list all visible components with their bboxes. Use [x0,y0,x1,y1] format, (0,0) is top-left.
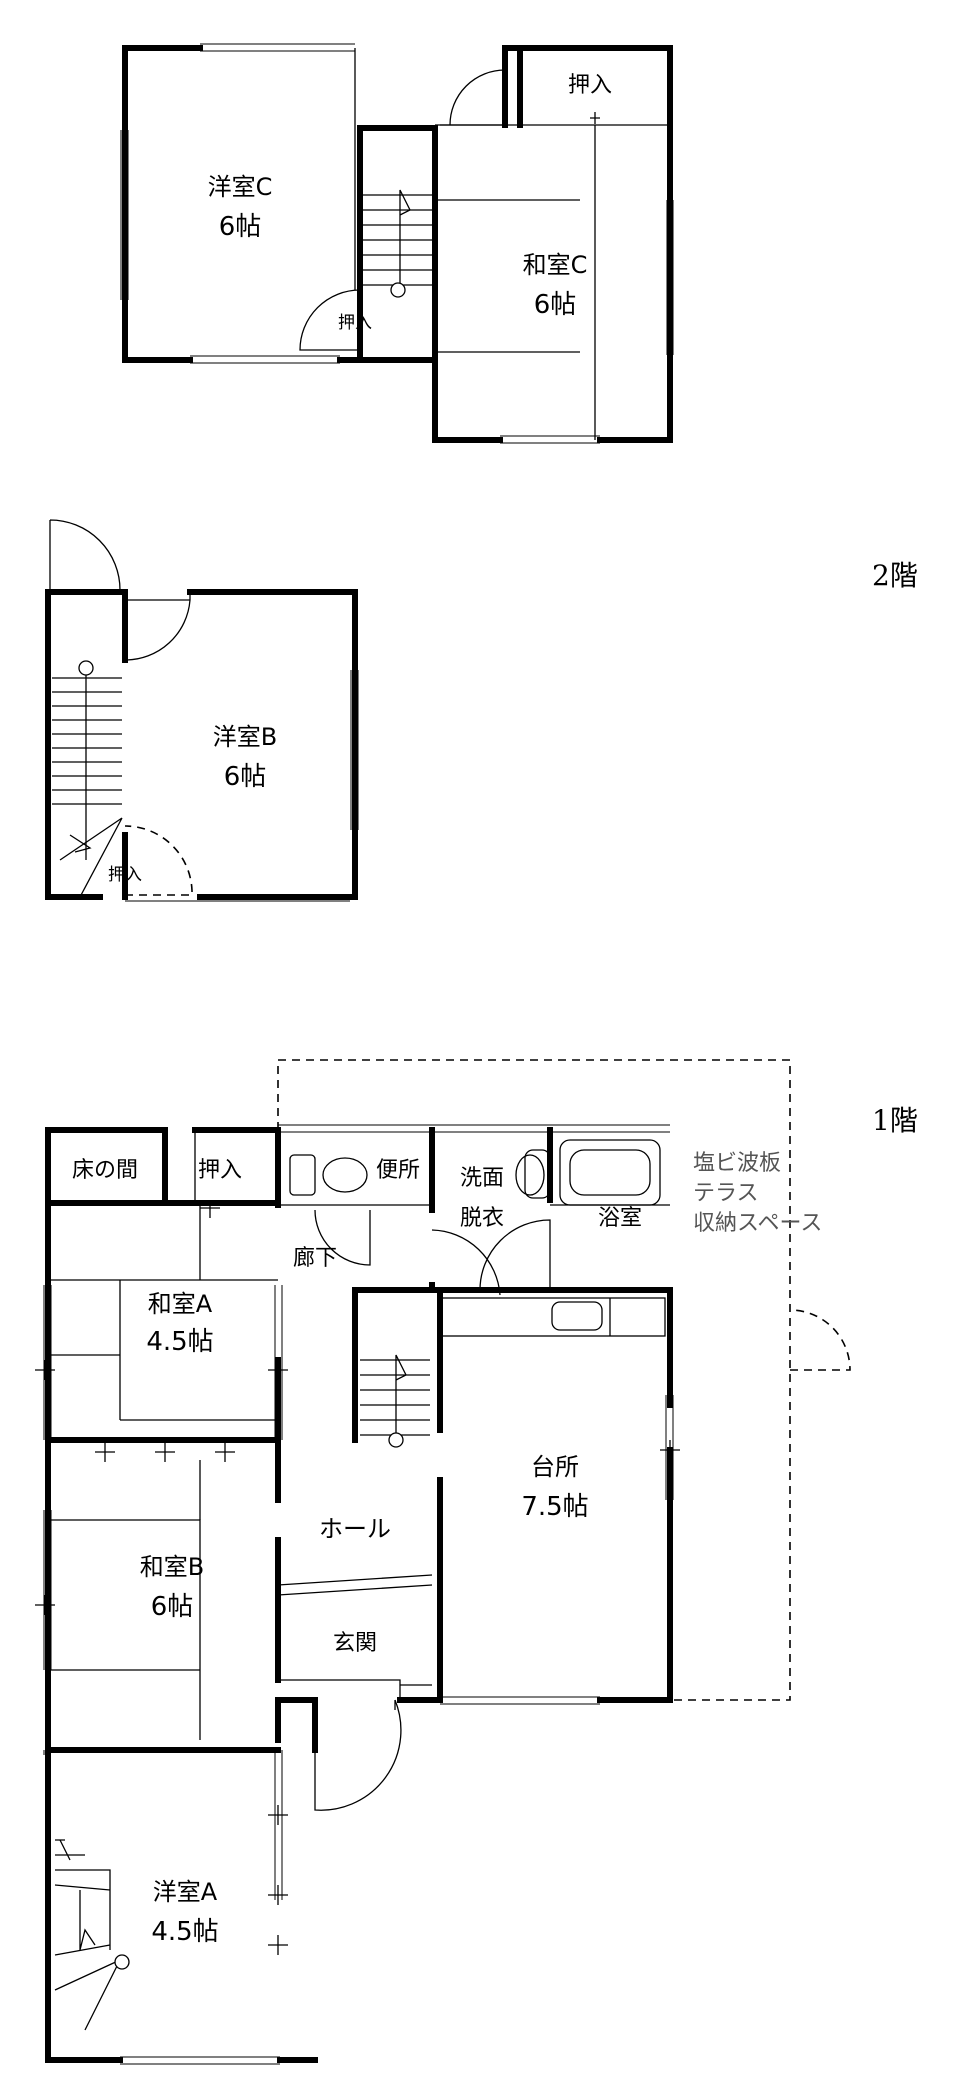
room-senmen-line1: 洗面 [460,1166,504,1191]
room-yokushitsu: 浴室 [598,1206,642,1231]
floor-label-2f: 2階 [872,559,918,592]
room-washitsu-a-name: 和室A [148,1290,213,1318]
first-floor-block [35,1059,851,2065]
room-youshitsu-a-name: 洋室A [153,1878,218,1906]
room-daidokoro-area: 7.5帖 [521,1492,588,1522]
room-washitsu-c-area: 6帖 [534,290,577,320]
room-rouka: 廊下 [293,1246,337,1271]
room-oshiire-stair: 押入 [338,313,372,333]
room-washitsu-a-area: 4.5帖 [146,1327,213,1357]
room-benjo: 便所 [376,1158,420,1183]
labels: 2階 1階 洋室C 6帖 和室C 6帖 押入 押入 洋室B 6帖 押入 床の間 … [72,73,918,1947]
room-youshitsu-a-area: 4.5帖 [151,1917,218,1947]
room-oshiire-b: 押入 [108,865,142,885]
room-youshitsu-c-name: 洋室C [208,173,273,201]
room-daidokoro-name: 台所 [531,1453,579,1481]
room-washitsu-b-name: 和室B [140,1553,204,1581]
room-youshitsu-b-name: 洋室B [213,723,277,751]
room-senmen-line2: 脱衣 [460,1206,504,1231]
room-washitsu-b-area: 6帖 [151,1592,194,1622]
room-youshitsu-b-area: 6帖 [224,762,267,792]
room-washitsu-c-name: 和室C [523,251,588,279]
terrace-line1: 塩ビ波板 [693,1151,781,1176]
room-tokonoma: 床の間 [72,1158,138,1183]
room-youshitsu-c-area: 6帖 [219,212,262,242]
room-oshiire-c: 押入 [568,73,612,98]
second-floor-block-c [120,43,674,444]
terrace-line2: テラス [693,1181,759,1206]
room-genkan: 玄関 [333,1631,377,1656]
room-hall: ホール [319,1515,391,1543]
floor-label-1f: 1階 [872,1104,918,1137]
second-floor-block-b [45,519,359,902]
room-oshiire-a: 押入 [198,1158,242,1183]
terrace-line3: 収納スペース [693,1211,822,1236]
